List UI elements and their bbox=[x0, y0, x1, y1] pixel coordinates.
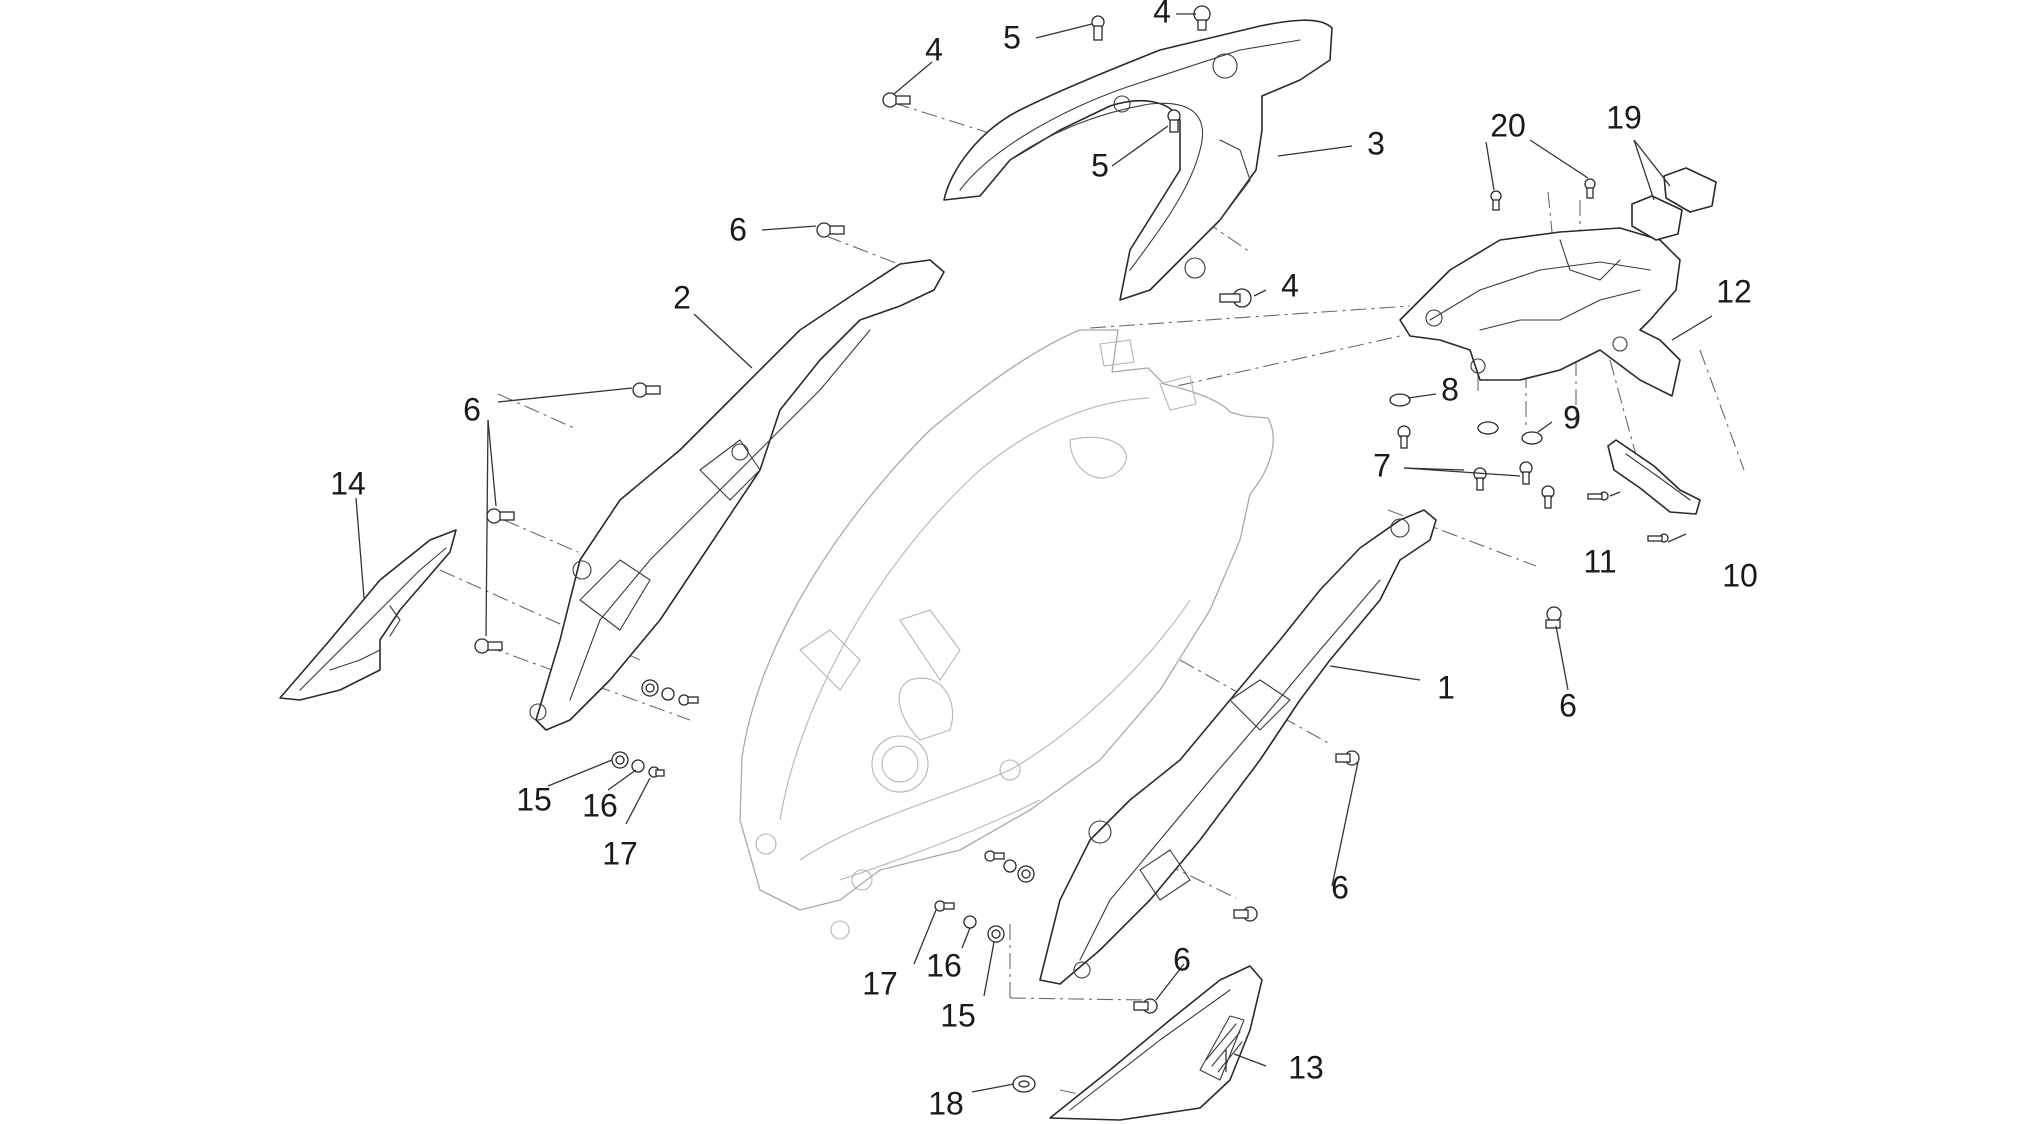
label-7: 7 bbox=[1373, 447, 1391, 483]
label-16b: 16 bbox=[926, 947, 962, 983]
screw-6-h bbox=[1133, 998, 1158, 1014]
label-17b: 17 bbox=[862, 965, 898, 1001]
screw-7-d bbox=[1541, 485, 1555, 509]
screw-6-e bbox=[1545, 606, 1562, 629]
label-5b: 5 bbox=[1091, 147, 1109, 183]
part-10-bracket bbox=[1607, 439, 1701, 515]
nut-15-left bbox=[641, 679, 659, 697]
rear-mudguard-ghost bbox=[739, 329, 1274, 940]
label-15a: 15 bbox=[516, 781, 552, 817]
part-12-plate-holder bbox=[1399, 227, 1681, 397]
label-13: 13 bbox=[1288, 1049, 1324, 1085]
part-3-grab-handle bbox=[943, 19, 1333, 301]
label-4c: 4 bbox=[1281, 267, 1299, 303]
part-13-right-panel bbox=[1049, 965, 1263, 1121]
label-2: 2 bbox=[673, 279, 691, 315]
washer-16-left-b bbox=[631, 759, 645, 773]
washer-8-b bbox=[1477, 421, 1499, 435]
label-6c: 6 bbox=[1559, 687, 1577, 723]
label-5a: 5 bbox=[1003, 19, 1021, 55]
screw-4-right bbox=[1219, 288, 1252, 308]
screw-17-right-b bbox=[934, 900, 955, 912]
label-12: 12 bbox=[1716, 273, 1752, 309]
part-1-right-rail bbox=[1039, 509, 1437, 985]
nut-15-right-b bbox=[987, 925, 1005, 943]
screw-5-mid bbox=[1167, 109, 1181, 133]
screw-7-c bbox=[1519, 461, 1533, 485]
screw-5-top bbox=[1091, 15, 1105, 41]
washer-8-a bbox=[1389, 393, 1411, 407]
label-6d: 6 bbox=[1331, 869, 1349, 905]
label-8: 8 bbox=[1441, 371, 1459, 407]
part-14-left-panel bbox=[279, 529, 457, 701]
leader-lines bbox=[355, 13, 1713, 1093]
label-4a: 4 bbox=[925, 31, 943, 67]
screw-6-g bbox=[1233, 906, 1258, 922]
label-10: 10 bbox=[1722, 557, 1758, 593]
nut-9 bbox=[1521, 431, 1543, 445]
label-19: 19 bbox=[1606, 99, 1642, 135]
nut-15-left-b bbox=[611, 751, 629, 769]
label-3: 3 bbox=[1367, 125, 1385, 161]
label-20: 20 bbox=[1490, 107, 1526, 143]
screw-7-a bbox=[1397, 425, 1411, 449]
screw-6-d bbox=[474, 638, 503, 654]
part-19-pads bbox=[1631, 167, 1717, 241]
screw-17-left bbox=[678, 694, 699, 706]
screw-6-a bbox=[816, 222, 845, 238]
label-16a: 16 bbox=[582, 787, 618, 823]
part-labels: 1 2 3 4 4 4 5 5 6 6 6 6 6 7 8 9 10 11 12… bbox=[330, 0, 1758, 1121]
label-1: 1 bbox=[1437, 669, 1455, 705]
screw-6-f bbox=[1335, 750, 1360, 766]
screw-20-a bbox=[1490, 190, 1502, 211]
screw-11-a bbox=[1587, 491, 1609, 501]
label-11: 11 bbox=[1583, 543, 1616, 579]
screw-7-b bbox=[1473, 467, 1487, 491]
label-15b: 15 bbox=[940, 997, 976, 1033]
screw-17-right bbox=[984, 850, 1005, 862]
screw-20-b bbox=[1584, 178, 1596, 199]
label-6e: 6 bbox=[1173, 941, 1191, 977]
washer-16-right bbox=[1003, 859, 1017, 873]
label-9: 9 bbox=[1563, 399, 1581, 435]
grommet-18 bbox=[1012, 1075, 1036, 1093]
label-6b: 6 bbox=[463, 391, 481, 427]
screw-4-left bbox=[882, 92, 911, 108]
label-4b: 4 bbox=[1153, 0, 1171, 29]
label-17a: 17 bbox=[602, 835, 638, 871]
screw-6-c bbox=[486, 508, 515, 524]
washer-16-left bbox=[661, 687, 675, 701]
hardware bbox=[474, 5, 1669, 1093]
label-6a: 6 bbox=[729, 211, 747, 247]
screw-11-b bbox=[1647, 533, 1669, 543]
label-18: 18 bbox=[928, 1085, 964, 1121]
screw-6-b bbox=[632, 382, 661, 398]
nut-15-right bbox=[1017, 865, 1035, 883]
part-2-left-rail bbox=[529, 259, 945, 731]
screw-4-top bbox=[1193, 5, 1211, 31]
washer-16-right-b bbox=[963, 915, 977, 929]
label-14: 14 bbox=[330, 465, 366, 501]
screw-17-left-b bbox=[648, 766, 665, 778]
